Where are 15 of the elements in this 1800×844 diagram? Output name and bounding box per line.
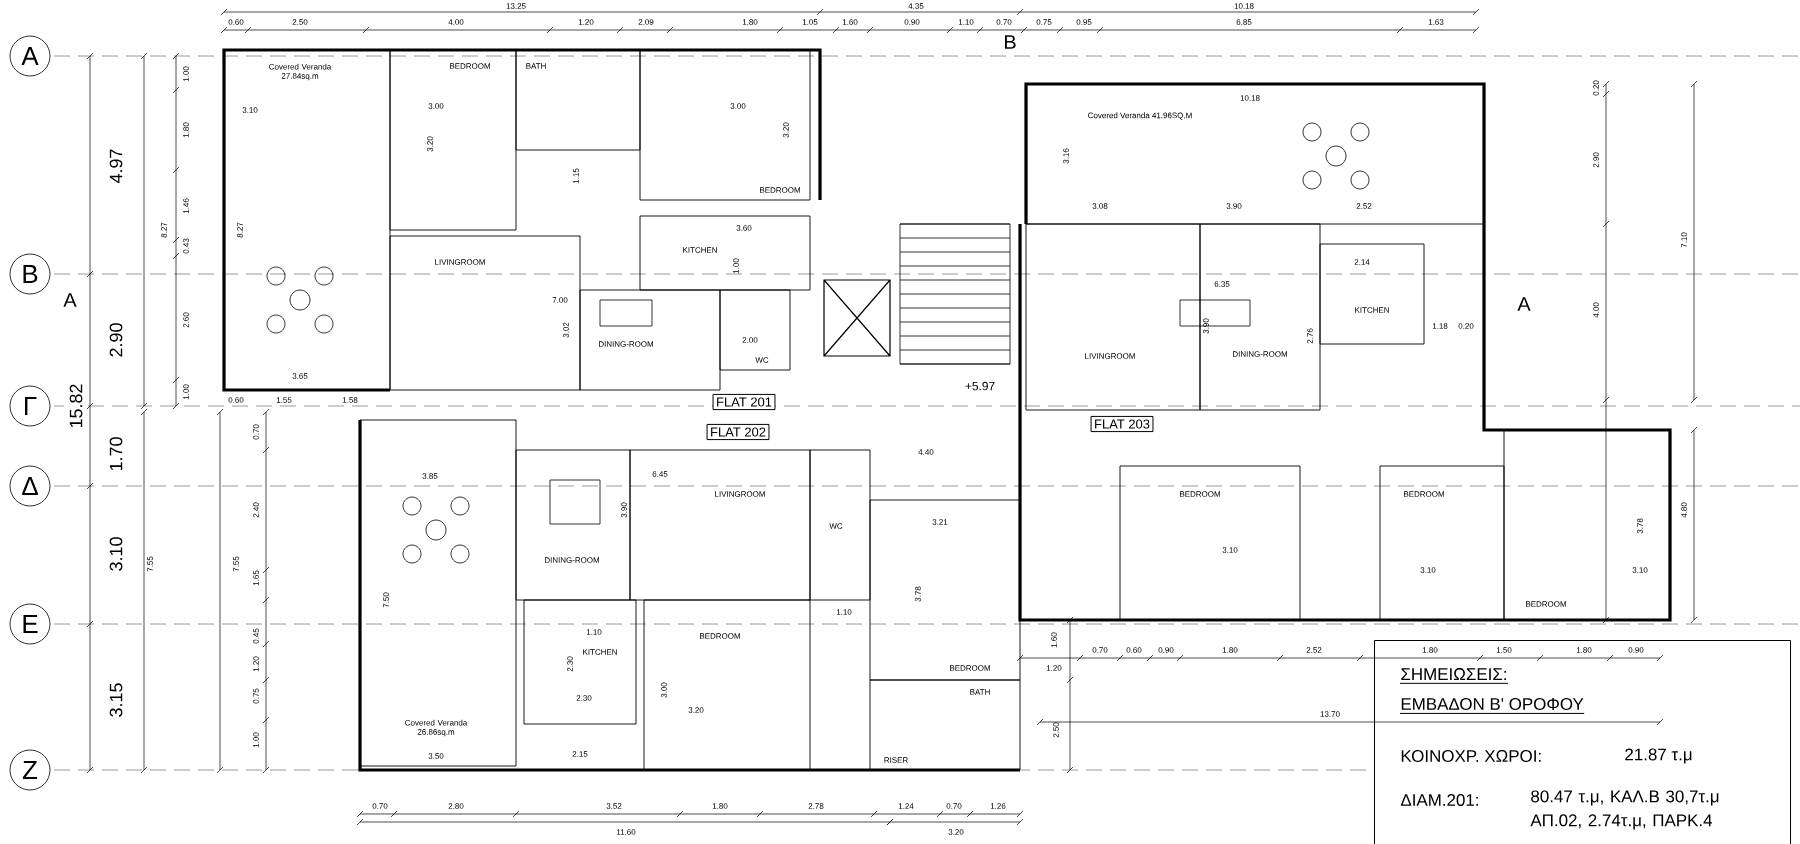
dimension-label: 3.15 <box>109 683 123 717</box>
section-marker: A <box>63 293 77 307</box>
grid-bubble: Z <box>9 749 51 791</box>
grid-bubble: Γ <box>9 385 51 427</box>
dimension-label: 2.90 <box>109 323 123 357</box>
dimension-label: 1.70 <box>109 437 123 471</box>
dimension-label: 3.10 <box>109 537 123 571</box>
dimension-label: 4.97 <box>109 149 123 184</box>
section-marker: A <box>1517 297 1531 311</box>
grid-bubble: B <box>9 253 51 295</box>
dimension-label: 15.82 <box>69 384 83 428</box>
grid-bubble: E <box>9 603 51 645</box>
grid-bubble: Δ <box>9 465 51 507</box>
section-marker: B <box>1005 35 1016 49</box>
grid-bubble: A <box>9 35 51 77</box>
